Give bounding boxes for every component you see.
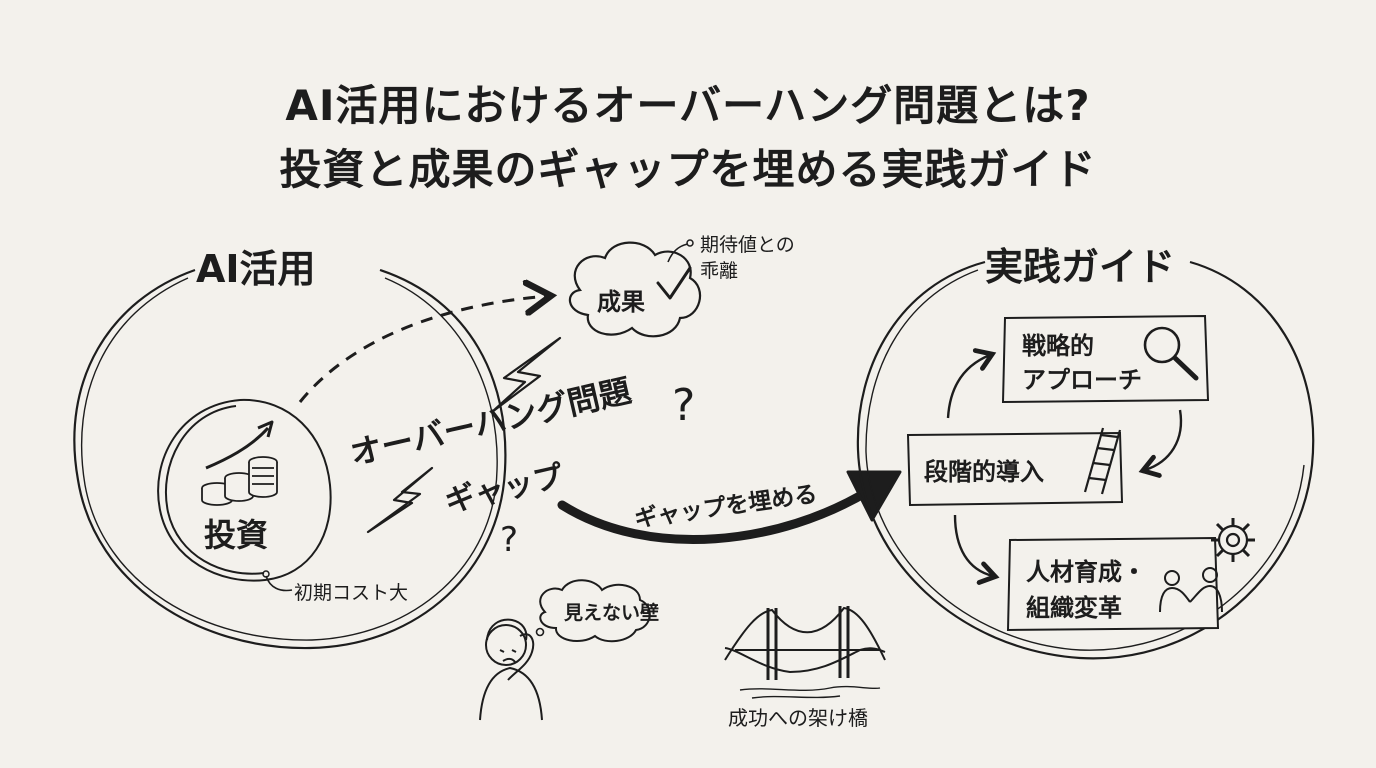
question-mark-lower: ? [500,520,519,560]
investment-circle [157,398,332,582]
thinking-person-icon [479,618,543,721]
lightning-bolt-lower [366,466,434,534]
step-strategy-line1: 戦略的 [1022,332,1094,360]
step-strategy-line2: アプローチ [1022,366,1142,394]
gear-icon [1211,518,1255,562]
ai-usage-heading: AI活用 [196,247,316,291]
magnifier-icon [1143,326,1199,381]
check-icon [656,266,692,300]
bridge-caption: 成功への架け橋 [728,706,868,730]
note-connector [667,243,689,263]
investment-label: 投資 [204,516,269,554]
outcome-note-line2: 乖離 [700,260,739,282]
thought-bubble-text: 見えない壁 [564,602,660,624]
outcome-note-line1: 期待値との [700,234,795,256]
practice-guide-heading: 実践ガイド [985,245,1176,289]
coins-growth-icon [201,420,278,506]
thought-bubble [539,579,651,643]
page-title-line2: 投資と成果のギャップを埋める実践ガイド [279,145,1097,194]
practice-guide-circle [856,260,1315,660]
outcome-label: 成果 [597,288,645,316]
step-talent-line2: 組織変革 [1026,594,1122,622]
step-arrow-2 [1138,409,1183,478]
step-arrow-3 [953,514,1000,585]
step-gradual-label: 段階的導入 [924,458,1044,486]
lightning-bolt-upper [490,336,562,414]
outcome-cloud [569,241,701,338]
step-arrow-1 [946,348,997,419]
step-box-talent [1006,536,1220,632]
dashed-arrow-to-outcome [298,296,548,403]
bridge-icon [724,606,886,699]
handshake-people-icon [1159,567,1223,613]
investment-note: 初期コスト大 [294,582,409,604]
ladder-icon [1083,427,1122,495]
step-talent-line1: 人材育成・ [1026,558,1146,586]
ai-usage-circle [73,268,507,650]
step-box-gradual [906,431,1124,507]
investment-note-connector [265,575,293,592]
step-box-strategy [1001,314,1210,404]
page-title-line1: AI活用におけるオーバーハング問題とは? [285,81,1091,130]
question-mark-upper: ? [672,380,696,431]
